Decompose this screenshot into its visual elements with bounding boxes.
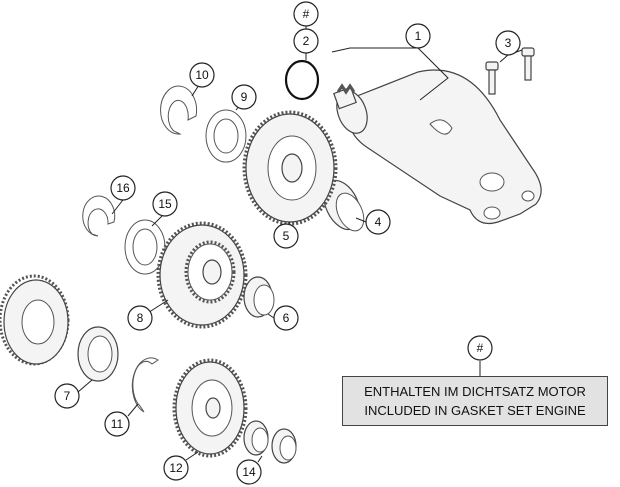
circlip-11 — [131, 357, 159, 413]
washer-15-hole — [132, 228, 158, 266]
intermediate-gear-5 — [242, 110, 338, 226]
note-line-english: INCLUDED IN GASKET SET ENGINE — [364, 403, 586, 418]
callout-7: 7 — [54, 383, 80, 409]
callout-2: 2 — [293, 28, 319, 54]
callout-4: 4 — [365, 209, 391, 235]
starter-motor — [333, 69, 542, 225]
svg-text:16: 16 — [116, 181, 130, 195]
double-gear-8 — [156, 221, 248, 329]
svg-text:#: # — [303, 7, 310, 21]
callout-11: 11 — [104, 411, 130, 437]
circlip-16 — [82, 195, 116, 237]
callout-3: 3 — [495, 30, 521, 56]
callout-9: 9 — [231, 84, 257, 110]
callout-16: 16 — [110, 175, 136, 201]
callout-10: 10 — [189, 62, 215, 88]
needle-bearing-4 — [323, 179, 365, 232]
svg-text:5: 5 — [283, 229, 290, 243]
callout-hash-top: # — [293, 1, 319, 27]
freewheel-ring-7 — [77, 326, 119, 382]
svg-text:10: 10 — [195, 68, 209, 82]
svg-text:#: # — [477, 341, 484, 355]
callout-hash-note: # — [467, 335, 493, 361]
needle-bearings-14 — [243, 420, 297, 464]
callout-8: 8 — [127, 305, 153, 331]
svg-text:2: 2 — [303, 34, 310, 48]
circlip-10 — [160, 85, 197, 135]
callout-15: 15 — [152, 191, 178, 217]
callout-1: 1 — [405, 23, 431, 49]
svg-text:11: 11 — [111, 417, 124, 431]
svg-text:15: 15 — [158, 197, 172, 211]
svg-text:12: 12 — [169, 461, 183, 475]
note-line-german: ENTHALTEN IM DICHTSATZ MOTOR — [364, 384, 586, 399]
gasket-set-note: ENTHALTEN IM DICHTSATZ MOTOR INCLUDED IN… — [342, 376, 608, 426]
svg-text:4: 4 — [375, 215, 382, 229]
svg-text:9: 9 — [241, 90, 248, 104]
svg-text:14: 14 — [242, 465, 256, 479]
svg-text:1: 1 — [415, 29, 422, 43]
leader-lines — [77, 26, 523, 463]
washer-9-hole — [213, 118, 239, 154]
callout-6: 6 — [273, 305, 299, 331]
callout-12: 12 — [163, 455, 189, 481]
svg-text:6: 6 — [283, 311, 290, 325]
svg-text:7: 7 — [64, 389, 71, 403]
svg-text:3: 3 — [505, 36, 512, 50]
callout-5: 5 — [273, 223, 299, 249]
svg-text:8: 8 — [137, 311, 144, 325]
callout-14: 14 — [236, 459, 262, 485]
freewheel-gear-7 — [0, 274, 70, 366]
starter-gear-12 — [172, 358, 248, 458]
o-ring — [284, 59, 320, 101]
needle-bearing-6 — [243, 276, 275, 318]
screws — [485, 47, 535, 95]
